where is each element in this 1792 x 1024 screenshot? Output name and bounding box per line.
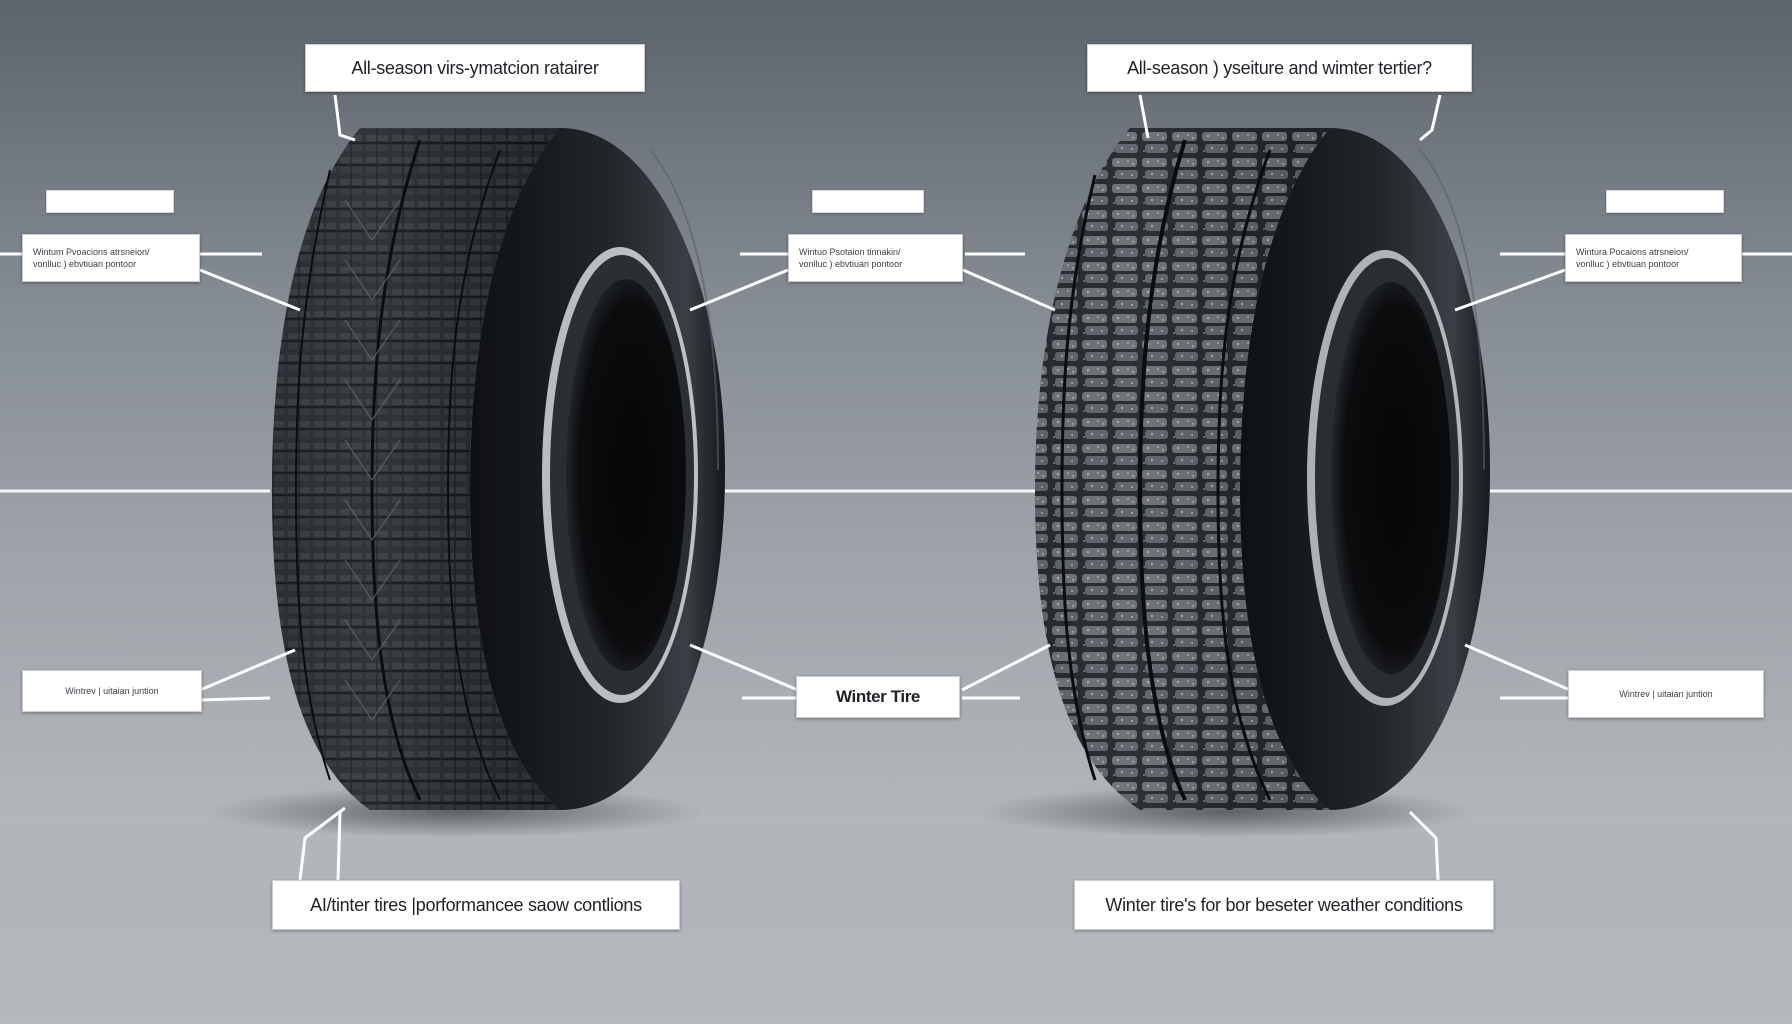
all-season-side-label-top-left: Wintum Pvoacions atrsneion/ vonlluc ) eb… xyxy=(22,234,200,282)
winter-side-label-bottom-right: Wintrev | uitaian juntion xyxy=(1568,670,1764,718)
winter-center-label: Winter Tire xyxy=(796,676,960,718)
all-season-tire xyxy=(272,128,725,810)
winter-tread-grooves xyxy=(1137,139,1187,801)
all-season-caption: AI/tinter tires |porformancee saow contl… xyxy=(272,880,680,930)
blank-tag-center xyxy=(812,190,924,213)
all-season-side-label-bottom-left: Wintrev | uitaian juntion xyxy=(22,670,202,712)
all-season-tread-grooves xyxy=(370,139,422,801)
winter-title-label: All-season ) yseiture and wimter tertier… xyxy=(1087,44,1472,92)
all-season-bore xyxy=(566,279,686,671)
floor xyxy=(0,520,1792,1024)
all-season-side-label-top-right: Wintuo Psotaion tinnakin/ vonlluc ) ebvt… xyxy=(788,234,963,282)
winter-side-label-top-right: Wintura Pocaions atrsneion/ vonlluc ) eb… xyxy=(1565,234,1742,282)
winter-caption: Winter tire's for bor beseter weather co… xyxy=(1074,880,1494,930)
connector-lines xyxy=(0,94,1792,881)
blank-tag-right xyxy=(1606,190,1724,213)
all-season-title-label: All-season virs-ymatcion ratairer xyxy=(305,44,645,92)
blank-tag-left xyxy=(46,190,174,213)
winter-bore xyxy=(1331,282,1451,674)
winter-tire xyxy=(1035,128,1490,810)
